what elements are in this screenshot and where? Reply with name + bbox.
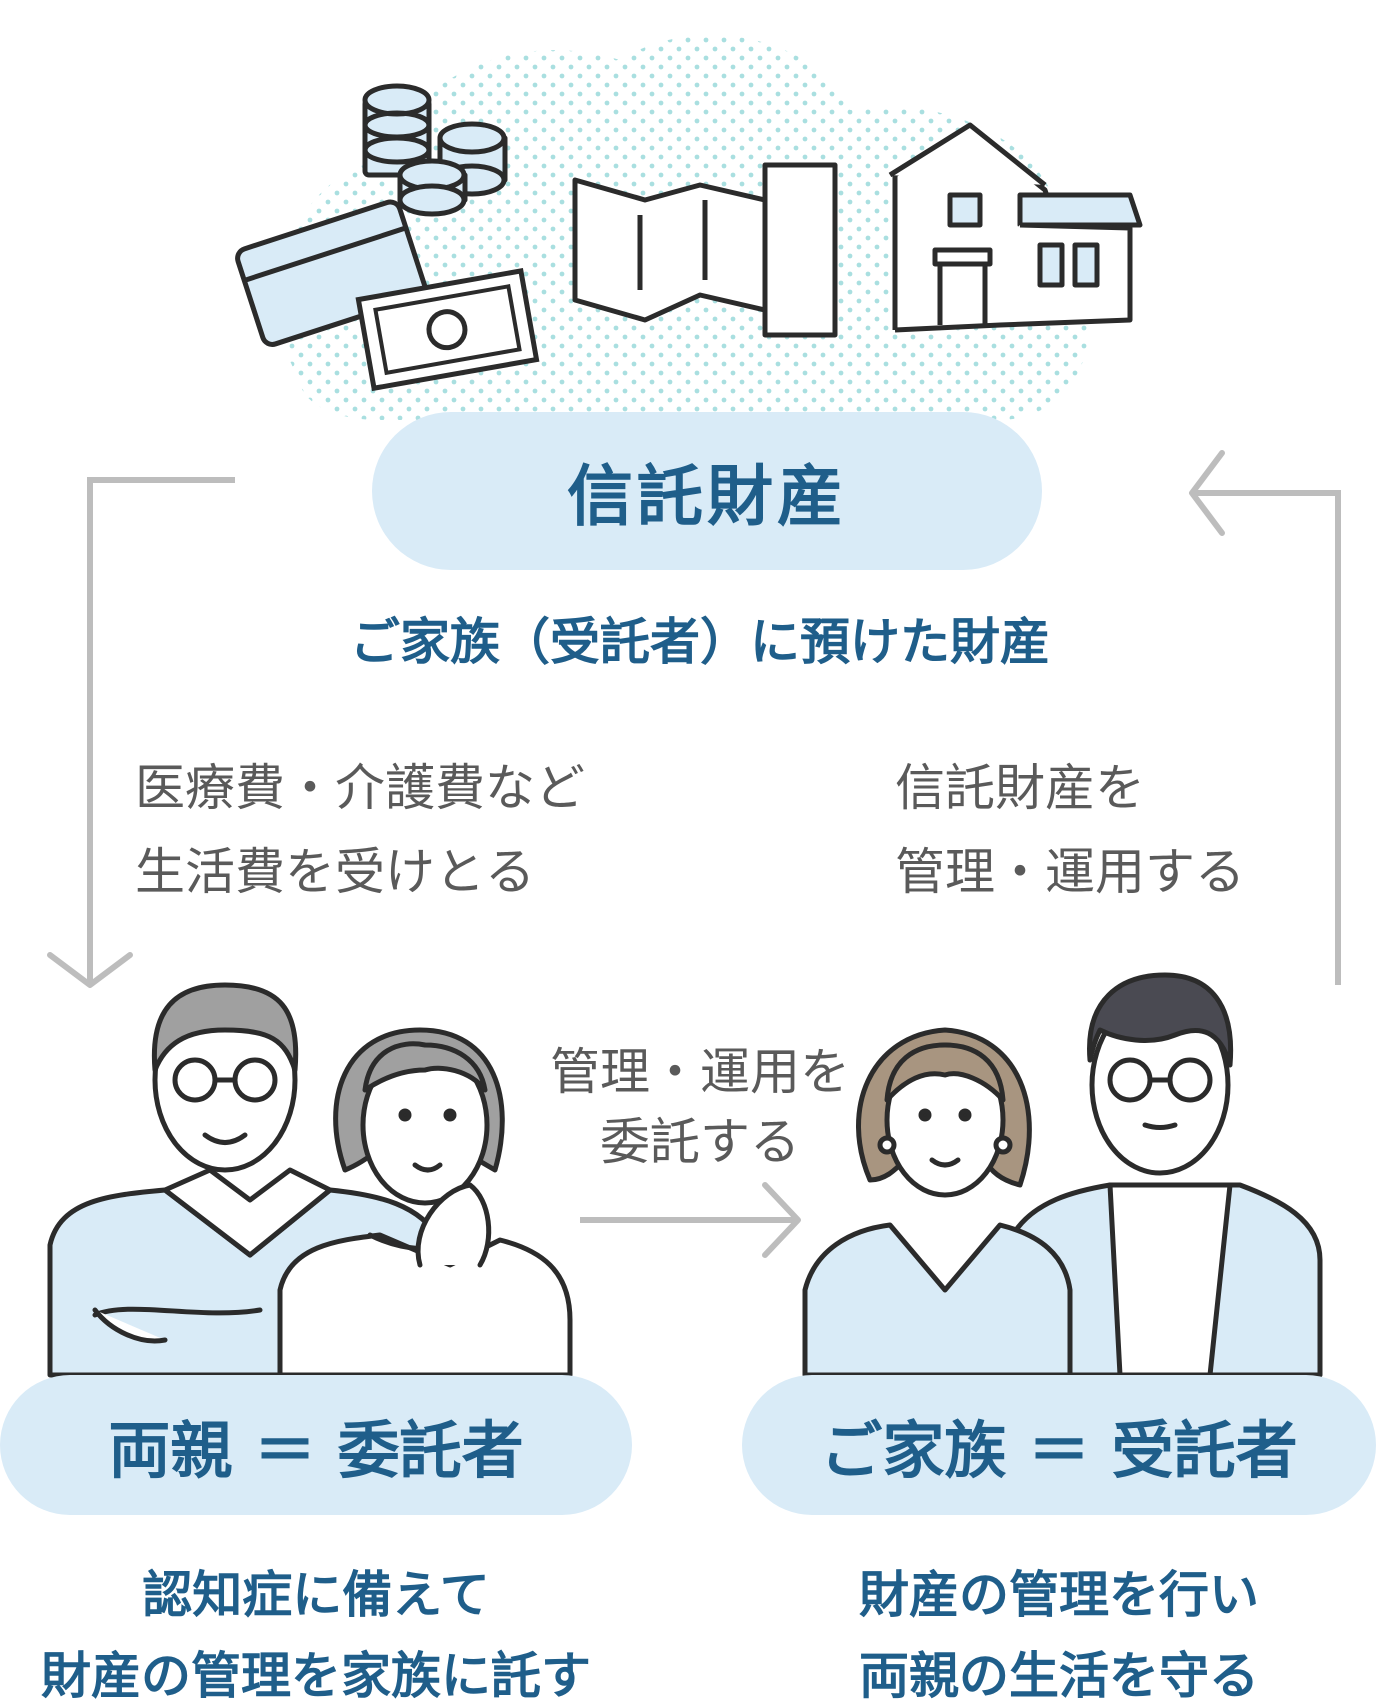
manage-caption-line1: 信託財産を [895,759,1145,817]
entrust-caption-line2: 委託する [600,1113,800,1171]
settlor-description-line1: 認知症に備えて [142,1566,490,1624]
settlor-description-line2: 財産の管理を家族に託す [41,1647,591,1705]
trustee-description-line2: 両親の生活を守る [859,1647,1259,1705]
receive-caption-line2: 生活費を受けとる [135,843,535,901]
trust-property-subtitle: ご家族（受託者）に預けた財産 [350,613,1050,671]
trustee-label: ご家族 ＝ 受託者 [742,1375,1376,1515]
entrust-caption-line1: 管理・運用を [550,1043,850,1101]
trustee-description-line1: 財産の管理を行い [859,1566,1259,1624]
settlor-label: 両親 ＝ 委託者 [0,1375,632,1515]
receive-caption-line1: 医療費・介護費など [135,759,585,817]
trust-property-label: 信託財産 [372,412,1042,570]
manage-caption-line2: 管理・運用する [895,843,1245,901]
